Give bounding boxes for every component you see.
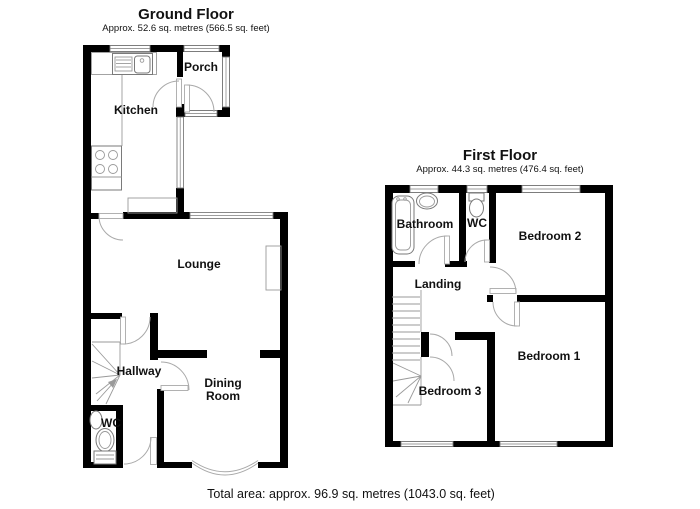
- bathroom-window: [409, 185, 439, 193]
- first-floor-plan: First Floor Approx. 44.3 sq. metres (476…: [385, 147, 613, 447]
- bedroom3-window: [400, 441, 454, 447]
- first-floor-subtitle: Approx. 44.3 sq. metres (476.4 sq. feet): [416, 164, 583, 175]
- label-bedroom2: Bedroom 2: [519, 229, 582, 243]
- label-lounge: Lounge: [177, 257, 221, 271]
- label-bedroom1: Bedroom 1: [518, 349, 581, 363]
- first-floor-doors: [418, 235, 520, 382]
- total-area-text: Total area: approx. 96.9 sq. metres (104…: [207, 487, 495, 501]
- front-door: [184, 84, 215, 113]
- landing-stairs-icon: [392, 290, 422, 406]
- porch-bottom-window: [184, 110, 218, 117]
- label-porch: Porch: [184, 60, 218, 74]
- bathtub-icon: [391, 195, 415, 255]
- bathroom-basin-icon: [416, 192, 438, 210]
- dining-bay-window: [191, 460, 259, 476]
- wc-door: [464, 239, 490, 263]
- ground-floor-subtitle: Approx. 52.6 sq. metres (566.5 sq. feet): [102, 23, 269, 34]
- wc-toilet-first-icon: [468, 192, 485, 218]
- dining-door: [160, 361, 190, 391]
- kitchen-porch-door: [152, 78, 182, 108]
- first-floor-walls: [385, 185, 613, 447]
- wc-toilet-icon: [93, 428, 117, 465]
- label-hallway: Hallway: [117, 364, 162, 378]
- kitchen-window: [109, 45, 151, 52]
- first-floor-windows: [400, 185, 581, 447]
- stairs-up-arrow-icon: [108, 379, 117, 388]
- lounge-window: [189, 212, 274, 219]
- label-ground-wc: WC: [101, 416, 121, 430]
- wc-window: [466, 185, 488, 193]
- bedroom2-window: [521, 185, 581, 193]
- label-kitchen: Kitchen: [114, 103, 158, 117]
- label-bathroom: Bathroom: [397, 217, 454, 231]
- label-dining-2: Room: [206, 389, 240, 403]
- bedroom2-door: [489, 266, 517, 294]
- label-first-wc: WC: [467, 216, 487, 230]
- ground-floor-windows: [109, 45, 274, 476]
- first-floor-fixtures: [391, 192, 485, 406]
- first-floor-title: First Floor: [463, 147, 537, 164]
- kitchen-side-window: [176, 116, 184, 189]
- fireplace-icon: [265, 245, 282, 291]
- bedroom3-door: [429, 333, 455, 382]
- kitchen-lounge-door: [98, 213, 124, 241]
- hall-stairs-icon: [91, 341, 121, 405]
- label-landing: Landing: [415, 277, 462, 291]
- kitchen-sink-icon: [112, 53, 153, 75]
- label-dining-1: Dining: [204, 376, 241, 390]
- ground-floor-plan: Ground Floor Approx. 52.6 sq. metres (56…: [83, 6, 288, 476]
- porch-side-window: [222, 56, 230, 108]
- stove-icon: [91, 145, 122, 191]
- ground-floor-doors: [98, 78, 215, 465]
- ground-floor-fixtures: [89, 52, 282, 465]
- bathroom-door: [418, 235, 450, 265]
- bedroom1-door: [492, 301, 520, 327]
- porch-top-window: [183, 45, 220, 52]
- ground-floor-title: Ground Floor: [138, 6, 234, 23]
- label-bedroom3: Bedroom 3: [419, 384, 482, 398]
- wc-basin-icon: [89, 410, 103, 430]
- bedroom1-window: [499, 441, 558, 447]
- lounge-hall-door: [120, 316, 151, 345]
- back-door: [123, 437, 157, 465]
